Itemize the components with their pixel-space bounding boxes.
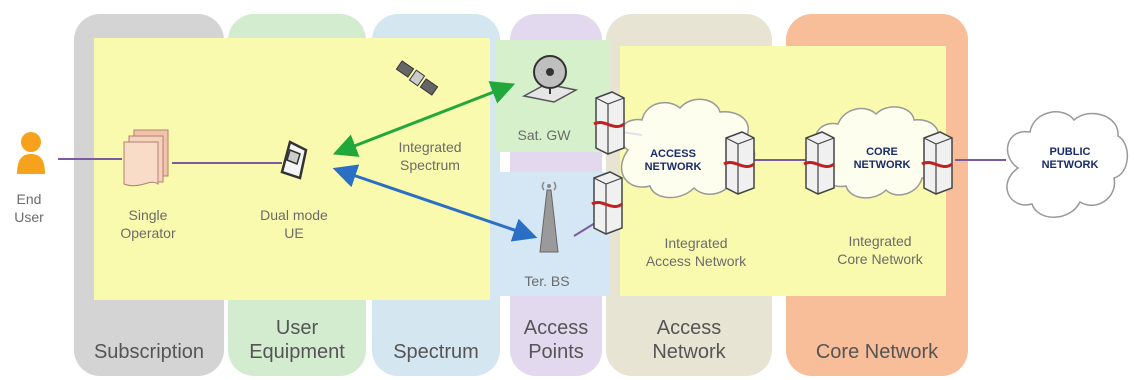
column-label-core-network: Core Network	[815, 341, 939, 363]
sat-gw-label: Sat. GW	[517, 127, 571, 143]
column-label-access-network: Access Network	[652, 317, 726, 363]
dual-mode-ue-label: Dual mode UE	[260, 207, 328, 241]
server-icon	[921, 131, 953, 195]
server-icon	[593, 91, 625, 155]
integrated-core-network-label: Integrated Core Network	[837, 233, 923, 267]
server-icon	[591, 171, 623, 235]
blue-arrow	[332, 164, 538, 242]
ter-bs-label: Ter. BS	[524, 273, 570, 289]
access-network-cloud-label: ACCESS NETWORK	[644, 148, 702, 173]
phone-icon	[280, 140, 308, 180]
column-label-subscription: Subscription	[93, 341, 205, 363]
integrated-spectrum-label: Integrated Spectrum	[398, 139, 462, 173]
green-arrow	[332, 81, 516, 157]
server-icon	[723, 131, 755, 195]
column-label-spectrum: Spectrum	[393, 341, 479, 363]
column-label-access-points: Access Points	[523, 317, 589, 363]
server-icon	[803, 131, 835, 195]
public-network-cloud	[1006, 111, 1128, 218]
core-network-cloud-label: CORE NETWORK	[853, 146, 911, 171]
integrated-access-network-label: Integrated Access Network	[645, 235, 747, 269]
satellite-dish-icon	[521, 55, 579, 103]
public-network-cloud-label: PUBLIC NETWORK	[1041, 146, 1099, 171]
document-stack-icon	[123, 129, 169, 187]
person-icon	[17, 132, 45, 174]
column-label-user-equipment: User Equipment	[249, 317, 345, 363]
single-operator-label: Single Operator	[120, 207, 176, 241]
end-user-label: End User	[14, 191, 44, 225]
satellite-icon	[395, 60, 439, 96]
antenna-icon	[539, 181, 559, 253]
